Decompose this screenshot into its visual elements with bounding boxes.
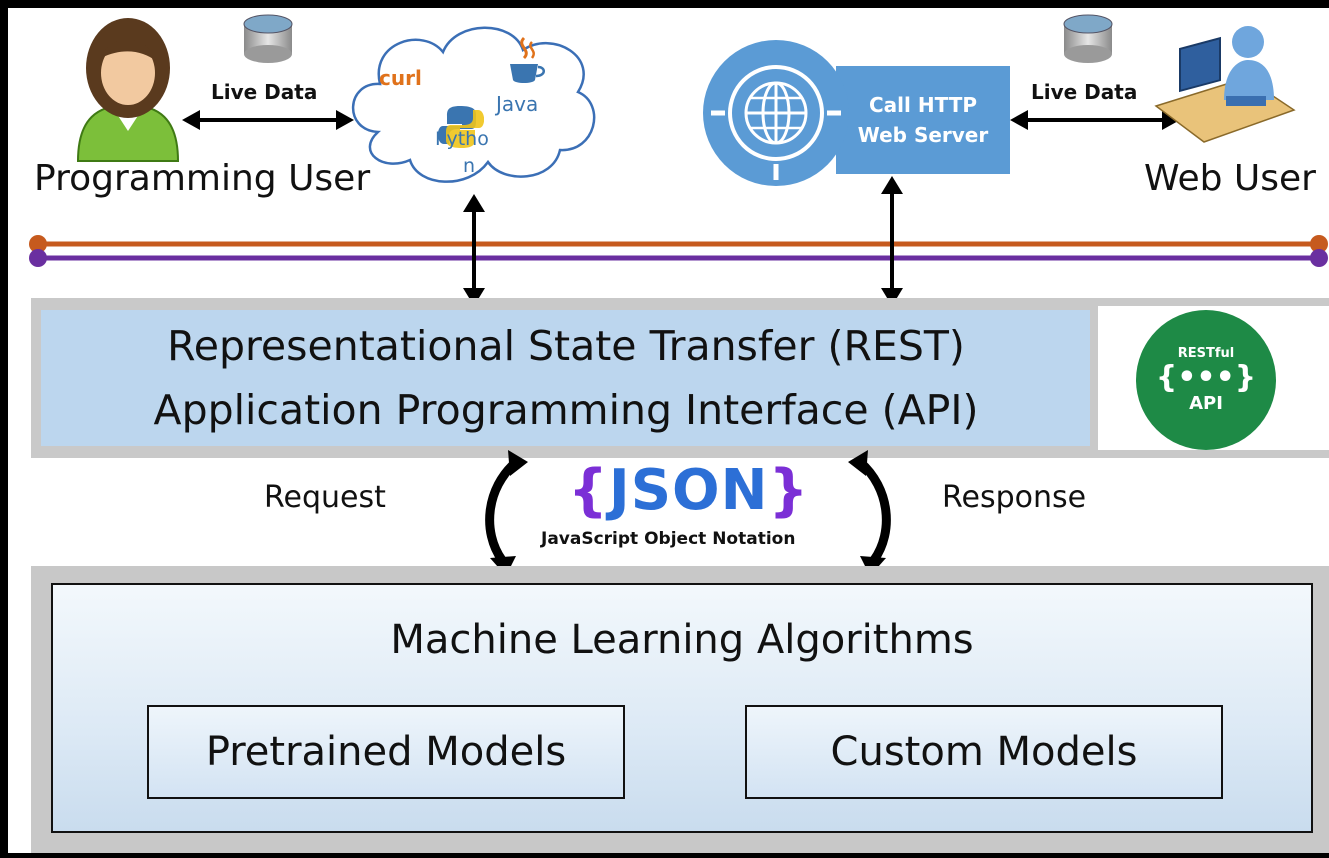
live-data-label-left: Live Data [211, 80, 318, 104]
cloud-to-rest-arrow [463, 194, 485, 306]
response-curved-arrow [848, 450, 891, 576]
pretrained-models-label: Pretrained Models [205, 729, 567, 775]
json-brace-open: { [568, 458, 609, 523]
request-curved-arrow [485, 450, 528, 576]
json-label: JSON [608, 458, 769, 523]
live-data-arrow-left [182, 110, 354, 130]
web-server-box: Call HTTP Web Server [836, 66, 1010, 174]
custom-models-label: Custom Models [830, 729, 1138, 775]
restful-logo-top: RESTful [1177, 346, 1235, 361]
network-bus [29, 235, 1328, 267]
web-server-label-line1: Call HTTP [869, 93, 977, 117]
globe-icon [703, 40, 849, 186]
diagram-canvas: Programming User Live Data curl Java Pyt… [8, 8, 1329, 853]
json-brace-close: } [768, 458, 810, 523]
custom-models-box: Custom Models [745, 705, 1223, 799]
database-icon [243, 14, 293, 63]
rest-api-box: Representational State Transfer (REST) A… [41, 310, 1091, 446]
ml-title: Machine Learning Algorithms [390, 617, 974, 663]
rest-title-line2: Application Programming Interface (API) [153, 386, 979, 434]
web-user-icon [1154, 26, 1296, 143]
programming-user-label: Programming User [34, 158, 371, 199]
restful-logo-dots-icon: {•••} [1155, 360, 1257, 395]
restful-logo-bottom: API [1189, 393, 1223, 414]
python-label-line2: n [463, 155, 476, 177]
json-full-name: JavaScript Object Notation [541, 529, 796, 549]
web-user-label: Web User [1144, 158, 1316, 199]
json-logo: {JSON} [568, 458, 809, 523]
web-server-label-line2: Web Server [857, 123, 989, 147]
java-label: Java [496, 92, 539, 116]
programming-user-icon [76, 18, 180, 162]
python-icon [438, 106, 484, 148]
webserver-to-rest-arrow [881, 176, 903, 306]
database-icon-right [1063, 14, 1113, 63]
python-label-line1: Pytho [435, 128, 489, 150]
restful-api-logo: RESTful {•••} API [1136, 310, 1276, 450]
java-icon [510, 36, 545, 83]
live-data-arrow-right [1010, 110, 1180, 130]
rest-title-line1: Representational State Transfer (REST) [167, 322, 965, 370]
ml-algorithms-box: Machine Learning Algorithms Pretrained M… [51, 583, 1313, 833]
request-label: Request [264, 480, 386, 515]
live-data-label-right: Live Data [1031, 80, 1138, 104]
response-label: Response [942, 480, 1087, 515]
pretrained-models-box: Pretrained Models [147, 705, 625, 799]
curl-label: curl [379, 66, 422, 90]
